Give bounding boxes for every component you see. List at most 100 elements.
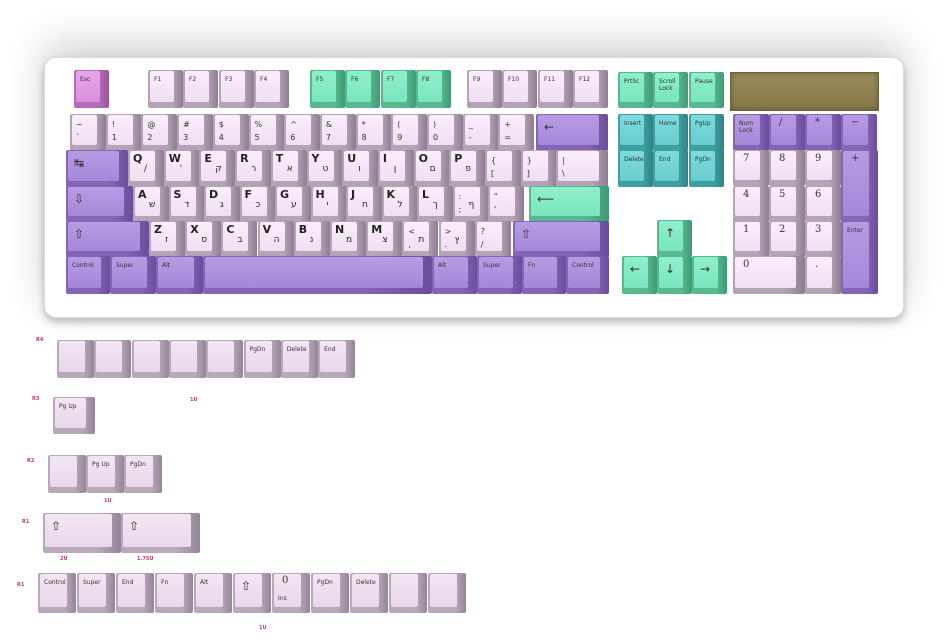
key-q[interactable]: Q/ bbox=[128, 150, 164, 187]
key-f6[interactable]: F6 bbox=[345, 70, 380, 108]
key-home[interactable]: Home bbox=[653, 114, 688, 151]
key-symbol[interactable]: @2 bbox=[141, 114, 178, 151]
key-pause[interactable]: Pause bbox=[689, 72, 724, 108]
key-symbol[interactable]: / bbox=[769, 114, 805, 151]
key-symbol[interactable]: |\ bbox=[556, 150, 608, 187]
key-f10[interactable]: F10 bbox=[502, 70, 537, 108]
key-right[interactable]: → bbox=[692, 256, 727, 294]
key-control[interactable]: Control bbox=[38, 573, 76, 613]
key-pgdn[interactable]: PgDn bbox=[311, 573, 349, 613]
key-f11[interactable]: F11 bbox=[538, 70, 573, 108]
key-end[interactable]: End bbox=[318, 340, 356, 378]
key-f8[interactable]: F8 bbox=[416, 70, 451, 108]
key-f12[interactable]: F12 bbox=[573, 70, 608, 108]
key-left[interactable]: ← bbox=[622, 256, 657, 294]
key-symbol[interactable]: _- bbox=[462, 114, 499, 151]
key-blank[interactable] bbox=[428, 573, 466, 613]
key-symbol[interactable]: *8 bbox=[355, 114, 392, 151]
key-symbol[interactable]: $4 bbox=[212, 114, 249, 151]
key-tab[interactable]: ↹ bbox=[66, 150, 128, 187]
key-blank[interactable] bbox=[57, 340, 94, 378]
key-2[interactable]: 2 bbox=[769, 221, 805, 257]
key-alt[interactable]: Alt bbox=[194, 573, 232, 613]
key-symbol[interactable]: <,ת bbox=[402, 221, 439, 257]
key-symbol[interactable]: (9 bbox=[391, 114, 428, 151]
key-symbol[interactable]: !1 bbox=[105, 114, 142, 151]
key-blank[interactable] bbox=[206, 340, 244, 378]
key-symbol[interactable]: ~` bbox=[70, 114, 106, 151]
key-symbol[interactable]: >.ץ bbox=[438, 221, 475, 257]
key-symbol[interactable]: "' bbox=[488, 186, 524, 222]
key-pg-up[interactable]: Pg Up bbox=[86, 455, 124, 493]
key-pgup[interactable]: PgUp bbox=[689, 114, 724, 151]
key-blank[interactable] bbox=[131, 340, 169, 378]
key-w[interactable]: W' bbox=[163, 150, 200, 187]
key-shift[interactable]: ⇧ bbox=[233, 573, 271, 613]
key-shift[interactable]: ⇧ bbox=[121, 513, 200, 553]
key-pgdn[interactable]: PgDn bbox=[124, 455, 162, 493]
key-pgdn[interactable]: PgDn bbox=[689, 150, 724, 187]
key-alt[interactable]: Alt bbox=[156, 256, 203, 294]
key-symbol[interactable]: . bbox=[805, 256, 841, 294]
key-6[interactable]: 6 bbox=[805, 186, 841, 222]
key-shift[interactable]: ⇧ bbox=[66, 221, 149, 257]
key-blank[interactable] bbox=[389, 573, 427, 613]
key-f2[interactable]: F2 bbox=[183, 70, 218, 108]
key-control[interactable]: Control bbox=[566, 256, 609, 294]
key-0[interactable]: 0 bbox=[733, 256, 805, 294]
key-end[interactable]: End bbox=[653, 150, 688, 187]
key-num-lock[interactable]: Num Lock bbox=[733, 114, 769, 151]
key-symbol[interactable]: :;ף bbox=[452, 186, 489, 222]
key-alt[interactable]: Alt bbox=[432, 256, 477, 294]
key-fn[interactable]: Fn bbox=[155, 573, 193, 613]
key-up[interactable]: ↑ bbox=[657, 220, 692, 257]
key-symbol[interactable]: * bbox=[805, 114, 841, 151]
key-symbol[interactable]: {[ bbox=[485, 150, 521, 187]
key-caps-lock[interactable]: ⇩ bbox=[66, 186, 133, 222]
key-pg-up[interactable]: Pg Up bbox=[53, 397, 95, 434]
key-control[interactable]: Control bbox=[66, 256, 110, 294]
key-prtsc[interactable]: PrtSc bbox=[618, 72, 653, 108]
key-scroll-lock[interactable]: Scroll Lock bbox=[653, 72, 688, 108]
key-esc[interactable]: Esc bbox=[74, 70, 109, 108]
key-8[interactable]: 8 bbox=[769, 150, 805, 186]
key-f5[interactable]: F5 bbox=[310, 70, 345, 108]
key-1[interactable]: 1 bbox=[733, 221, 769, 257]
key-backspace[interactable]: ← bbox=[536, 114, 608, 151]
key-enter[interactable]: ⟵ bbox=[529, 186, 609, 222]
key-down[interactable]: ↓ bbox=[657, 256, 692, 294]
key-f3[interactable]: F3 bbox=[219, 70, 254, 108]
key-blank[interactable] bbox=[168, 340, 206, 378]
key-delete[interactable]: Delete bbox=[618, 150, 653, 187]
key-symbol[interactable]: − bbox=[841, 114, 877, 151]
key-blank[interactable] bbox=[94, 340, 132, 378]
key-3[interactable]: 3 bbox=[805, 221, 841, 257]
key-insert[interactable]: Insert bbox=[618, 114, 653, 151]
key-symbol[interactable]: %5 bbox=[248, 114, 285, 151]
key-f1[interactable]: F1 bbox=[148, 70, 183, 108]
key-shift[interactable]: ⇧ bbox=[513, 221, 609, 257]
key-symbol[interactable]: ^6 bbox=[284, 114, 321, 151]
key-f7[interactable]: F7 bbox=[381, 70, 416, 108]
key-f9[interactable]: F9 bbox=[467, 70, 502, 108]
